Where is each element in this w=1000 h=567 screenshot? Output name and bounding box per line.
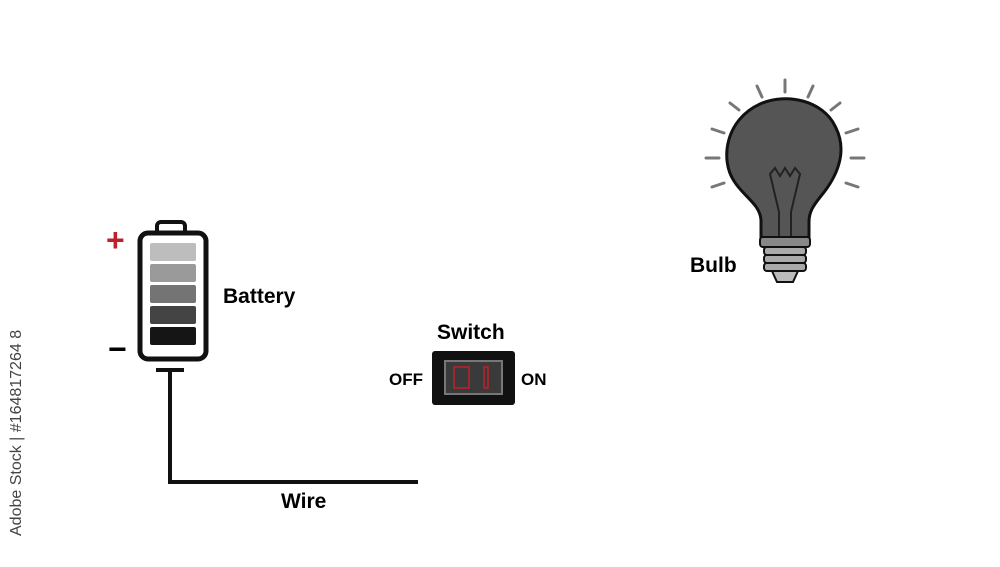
battery-label: Battery [223,285,296,308]
battery-cell [150,243,196,261]
bulb [704,78,866,283]
battery-cell [150,306,196,324]
battery-cell [150,327,196,345]
wire-label: Wire [281,490,327,513]
wire [168,370,418,484]
battery-minus-sign: − [108,331,127,367]
stock-watermark: Adobe Stock | #164817264 8 [6,318,28,538]
bulb-screw-2 [763,254,807,264]
switch-off-label: OFF [389,370,423,389]
switch[interactable] [432,351,515,405]
switch-indicator-left [453,366,470,389]
battery-plus-sign: + [106,222,125,258]
switch-label: Switch [437,321,505,344]
bulb-screw-3 [763,262,807,272]
bulb-tip [770,270,800,283]
battery-cell [150,264,196,282]
stock-watermark-text: Adobe Stock | #164817264 8 [8,329,25,536]
bulb-filament [768,166,802,238]
bulb-screw-1 [763,246,807,256]
battery [137,220,209,372]
battery-cell [150,285,196,303]
bulb-rays [704,78,866,189]
switch-indicator-right [483,366,489,389]
bulb-label: Bulb [690,254,737,277]
switch-on-label: ON [521,370,547,389]
bulb-neck [759,236,811,248]
battery-cells [150,243,196,345]
